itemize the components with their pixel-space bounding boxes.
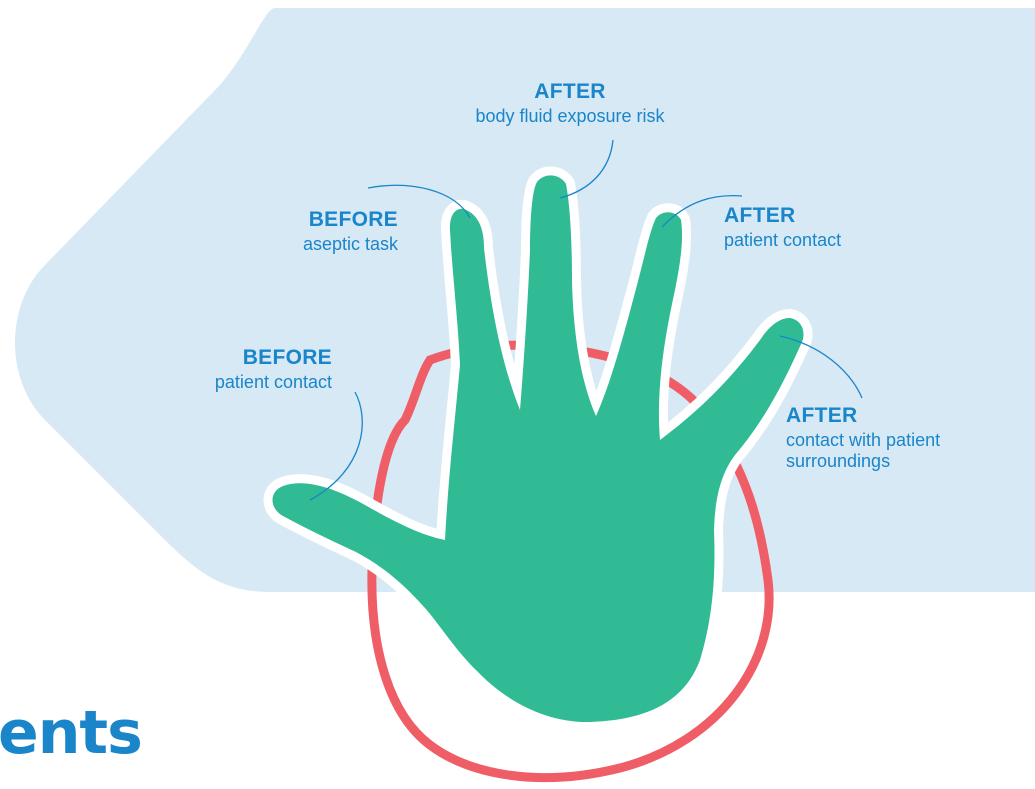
leader-line-before-patient-contact — [309, 391, 363, 501]
label-text: aseptic task — [302, 234, 398, 255]
partial-heading: ents — [0, 698, 143, 768]
label-text-line-2: surroundings — [786, 450, 891, 471]
label-heading: AFTER — [786, 404, 858, 427]
hand-fill — [272, 175, 804, 723]
label-before-aseptic-task: BEFORE aseptic task — [220, 208, 398, 255]
leader-line-surroundings — [779, 335, 863, 399]
label-after-patient-contact: AFTER patient contact — [724, 204, 944, 251]
label-after-patient-surroundings: AFTER contact with patient surroundings — [786, 404, 1026, 472]
label-text: patient contact — [214, 372, 332, 393]
leader-line-body-fluid — [559, 139, 614, 199]
leader-line-aseptic — [367, 184, 471, 219]
label-after-body-fluid-exposure: AFTER body fluid exposure risk — [405, 80, 735, 127]
hand — [263, 166, 813, 732]
label-heading: BEFORE — [308, 208, 398, 231]
label-text: body fluid exposure risk — [475, 106, 665, 127]
leader-line-after-patient-contact — [661, 195, 743, 228]
label-heading: AFTER — [724, 204, 796, 227]
label-text: patient contact — [724, 230, 842, 251]
label-before-patient-contact: BEFORE patient contact — [130, 346, 332, 393]
label-text-line-1: contact with patient — [786, 430, 941, 451]
label-heading: BEFORE — [242, 346, 332, 369]
label-heading: AFTER — [534, 80, 606, 103]
